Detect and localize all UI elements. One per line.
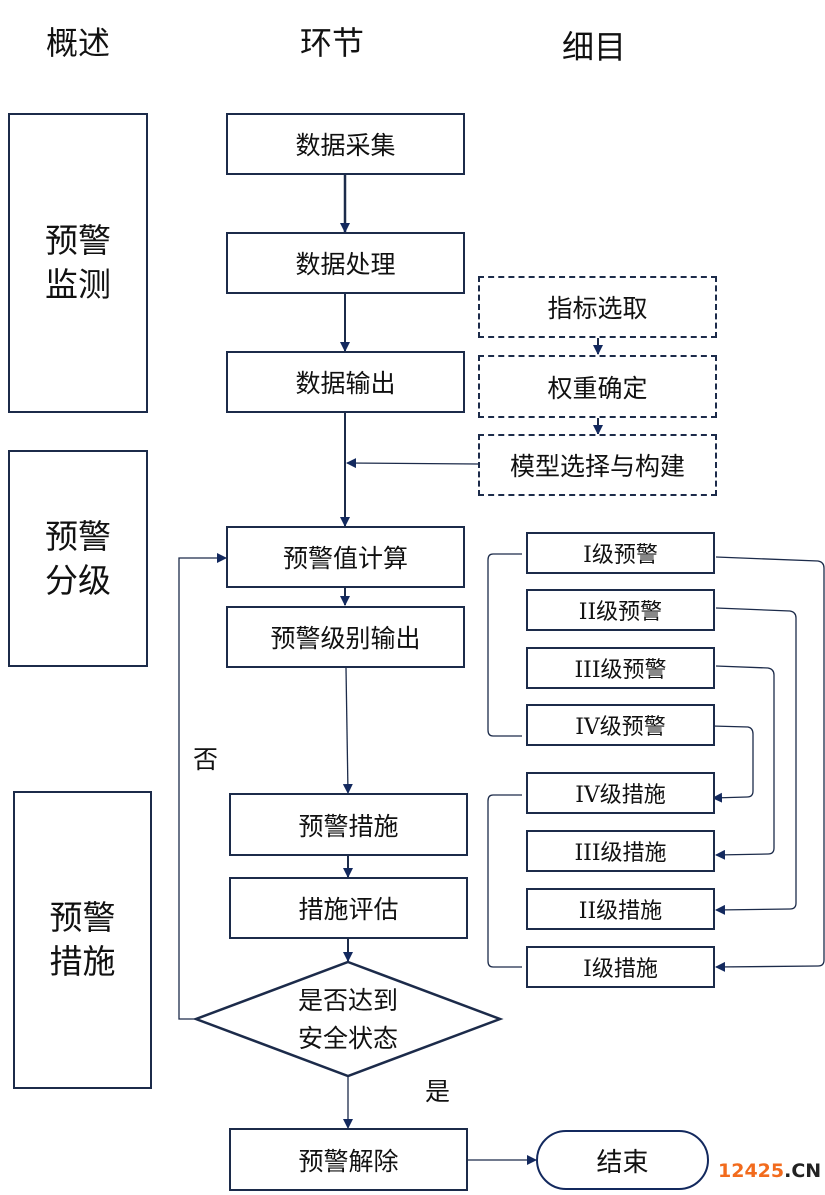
measure-level-2[interactable]: II级措施 (526, 888, 715, 930)
step-data-collection[interactable]: 数据采集 (226, 113, 465, 175)
arrow-no-loop (178, 553, 227, 1020)
warning-level-3[interactable]: III级预警 (526, 647, 715, 689)
phase-grading: 预警分级 (8, 450, 148, 667)
warning-level-1[interactable]: I级预警 (526, 532, 715, 574)
step-data-processing[interactable]: 数据处理 (226, 232, 465, 294)
phase-grading-line1: 预警 (45, 516, 111, 556)
step-warning-release[interactable]: 预警解除 (229, 1128, 468, 1191)
bracket-measure-levels (487, 794, 522, 968)
measure-level-1[interactable]: I级措施 (526, 946, 715, 988)
step-data-output[interactable]: 数据输出 (226, 351, 465, 413)
connector-level4 (711, 725, 754, 803)
model-step-index-selection[interactable]: 指标选取 (478, 276, 717, 338)
step-warning-level-output[interactable]: 预警级别输出 (226, 606, 465, 668)
branch-label-yes: 是 (425, 1077, 451, 1106)
header-overview: 概述 (46, 24, 111, 62)
warning-level-4[interactable]: IV级预警 (526, 704, 715, 746)
bracket-warning-levels (487, 553, 522, 737)
measure-level-4[interactable]: IV级措施 (526, 772, 715, 814)
decision-text: 是否达到 安全状态 (258, 982, 438, 1058)
step-warning-measures[interactable]: 预警措施 (229, 793, 468, 856)
decision-line2: 安全状态 (297, 1024, 398, 1053)
phase-measures: 预警措施 (13, 791, 152, 1089)
phase-monitoring: 预警监测 (8, 113, 148, 413)
phase-grading-line2: 分级 (45, 560, 111, 600)
decision-diamond (192, 960, 504, 1078)
model-step-model-building[interactable]: 模型选择与构建 (478, 434, 717, 496)
watermark-number: 12425 (718, 1160, 785, 1182)
measure-level-3[interactable]: III级措施 (526, 830, 715, 872)
branch-label-no: 否 (193, 745, 219, 774)
decision-line1: 是否达到 (297, 986, 398, 1015)
connector-level3 (715, 665, 775, 860)
phase-measures-line2: 措施 (49, 942, 116, 981)
connector-level1 (715, 556, 825, 972)
step-measure-evaluation[interactable]: 措施评估 (229, 877, 468, 939)
arrow-level-to-measures (342, 667, 353, 794)
arrow-model-to-main (346, 458, 479, 469)
model-step-weight-determination[interactable]: 权重确定 (478, 355, 717, 418)
step-warning-value-calc[interactable]: 预警值计算 (226, 526, 465, 588)
end-terminal[interactable]: 结束 (536, 1130, 709, 1190)
header-stage: 环节 (300, 24, 365, 62)
warning-level-2[interactable]: II级预警 (526, 589, 715, 631)
phase-monitoring-line2: 监测 (45, 265, 111, 304)
phase-measures-line1: 预警 (49, 898, 116, 937)
phase-monitoring-line1: 预警 (45, 221, 111, 260)
watermark-suffix: .CN (784, 1160, 822, 1182)
watermark-logo: 12425.CN (718, 1160, 821, 1182)
header-detail: 细目 (562, 28, 627, 66)
connector-level2 (715, 607, 797, 915)
